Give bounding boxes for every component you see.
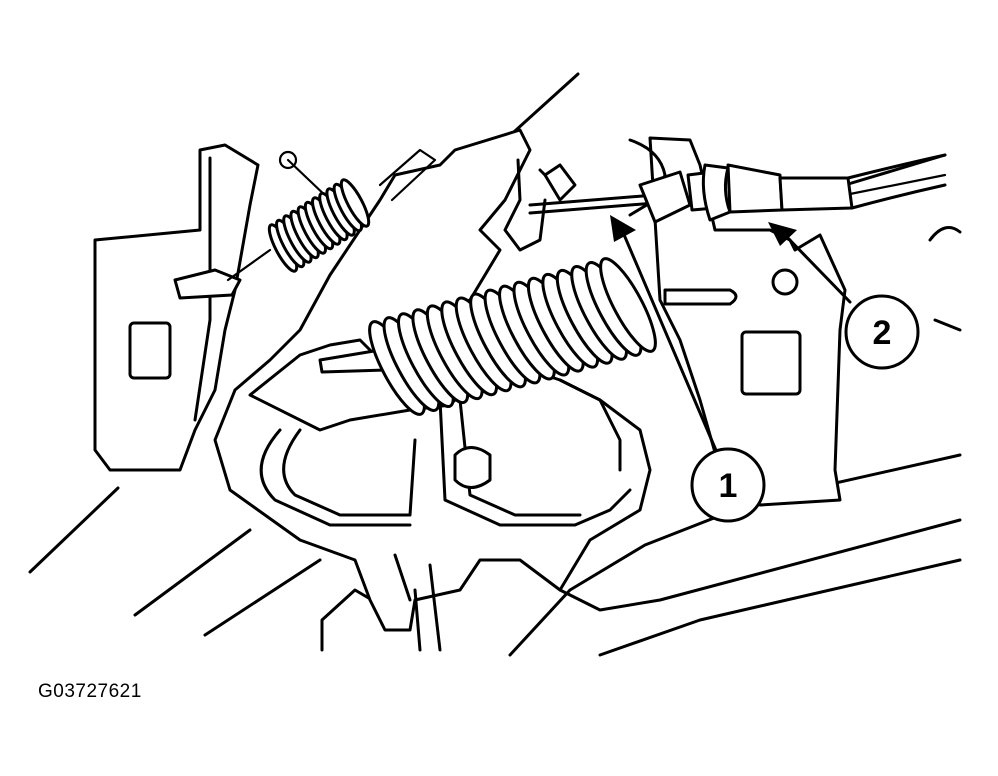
latch-slot: [453, 446, 492, 489]
leader-line-1: [620, 228, 720, 457]
callout-1-number: 1: [719, 467, 738, 505]
callout-1: 1: [690, 447, 766, 523]
bracket-slot: [128, 321, 172, 380]
callout-2-circle: [844, 294, 920, 370]
latch-plate-slot: [740, 330, 802, 396]
figure-code: G03727621: [38, 681, 142, 702]
latch-mounting-bracket: [93, 143, 260, 472]
spring-coil: [339, 178, 371, 228]
main-latch-spring: [318, 257, 657, 416]
upper-return-spring: [173, 148, 437, 300]
arrow-head-2: [768, 222, 797, 246]
callout-leaders: [610, 215, 852, 457]
callout-2: 2: [844, 294, 920, 370]
arrow-head-1: [610, 215, 636, 242]
callout-1-circle: [690, 447, 766, 523]
release-cable: [528, 153, 947, 224]
latch-plate-hole: [771, 268, 799, 296]
spring-coil: [599, 257, 657, 353]
callout-2-number: 2: [873, 314, 892, 352]
leader-line-2: [783, 233, 852, 304]
